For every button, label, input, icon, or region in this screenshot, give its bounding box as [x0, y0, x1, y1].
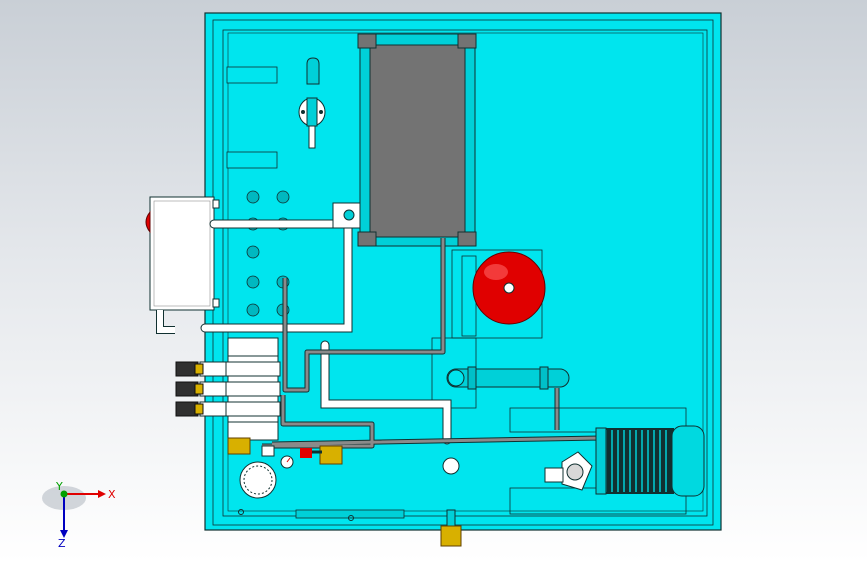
white-pipes-fill: [201, 218, 451, 444]
drain-fitting[interactable]: [440, 457, 462, 547]
valve-manifold[interactable]: [199, 337, 281, 441]
y-axis-label: Y: [55, 480, 63, 493]
view-orientation-triad: X Y Z: [42, 480, 116, 550]
pump[interactable]: [544, 451, 593, 491]
panel-slots: [226, 66, 278, 169]
electric-motor[interactable]: [595, 425, 705, 497]
x-axis-label: X: [108, 488, 116, 501]
oil-reservoir[interactable]: [357, 33, 477, 247]
return-pipe: [446, 366, 570, 390]
ball-valve[interactable]: [227, 437, 343, 465]
z-axis-label: Z: [58, 537, 66, 550]
filter[interactable]: [239, 461, 277, 499]
control-box[interactable]: [145, 196, 220, 311]
accumulator[interactable]: [472, 251, 546, 325]
breather-assembly[interactable]: [298, 57, 326, 149]
y-axis-arrow: [60, 490, 68, 498]
pressure-gauge[interactable]: [261, 445, 294, 469]
solenoid-connectors[interactable]: [175, 361, 204, 417]
